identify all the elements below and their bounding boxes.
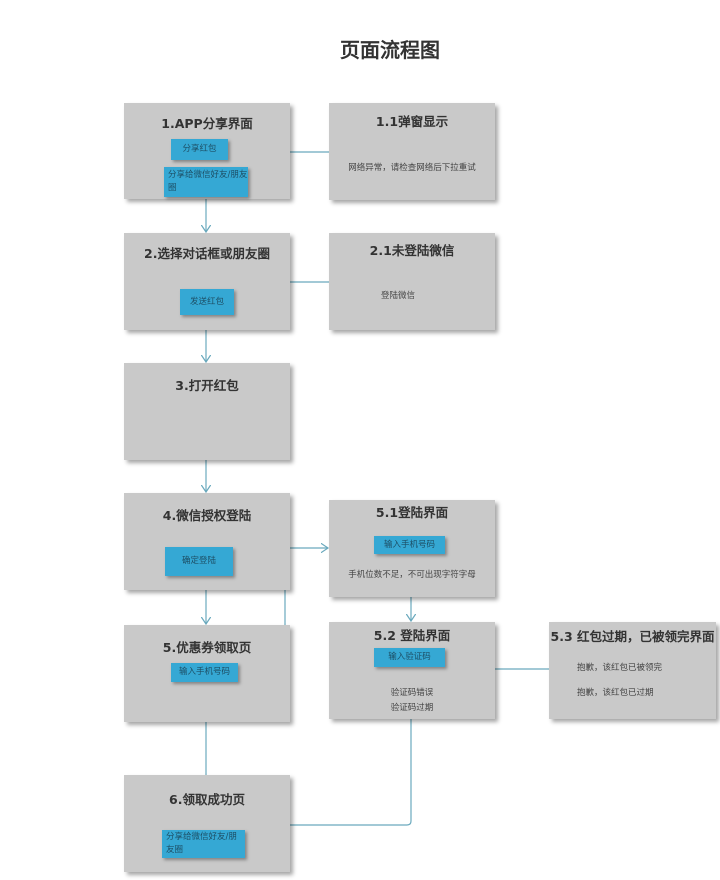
- node-text: 登陆微信: [381, 291, 416, 301]
- node-4-wechat-auth: 4.微信授权登陆 确定登陆: [124, 493, 290, 590]
- node-6-success-page: 6.领取成功页 分享给微信好友/朋友圈: [124, 775, 290, 872]
- share-red-packet-button[interactable]: 分享红包: [171, 139, 228, 160]
- send-red-packet-button[interactable]: 发送红包: [180, 289, 234, 315]
- node-3-open-packet: 3.打开红包: [124, 363, 290, 460]
- node-title: 2.选择对话框或朋友圈: [144, 246, 270, 261]
- node-title: 5.2 登陆界面: [373, 628, 451, 643]
- node-1-1-popup: 1.1弹窗显示 网络异常，请检查网络后下拉重试: [329, 103, 495, 200]
- node-title: 5.3 红包过期，已被领完界面: [550, 629, 715, 644]
- node-5-coupon-page: 5.优惠券领取页 输入手机号码: [124, 625, 290, 722]
- node-text: 网络异常，请检查网络后下拉重试: [348, 163, 476, 173]
- node-text-line: 抱歉，该红包已过期: [577, 688, 654, 698]
- node-text-line: 验证码错误: [390, 688, 434, 698]
- node-title: 2.1未登陆微信: [369, 243, 455, 258]
- node-title: 6.领取成功页: [169, 792, 245, 807]
- node-text: 手机位数不足，不可出现字符字母: [348, 570, 476, 580]
- node-title: 5.1登陆界面: [375, 505, 449, 520]
- node-text-line: 验证码过期: [390, 703, 434, 713]
- node-title: 5.优惠券领取页: [162, 640, 252, 655]
- phone-number-input[interactable]: 输入手机号码: [374, 536, 445, 554]
- phone-input-button[interactable]: 输入手机号码: [171, 663, 238, 682]
- node-1-app-share: 1.APP分享界面 分享红包 分享给微信好友/朋友圈: [124, 103, 290, 199]
- page-title: 页面流程图: [340, 38, 440, 62]
- confirm-login-button[interactable]: 确定登陆: [165, 547, 233, 576]
- node-title: 1.1弹窗显示: [375, 114, 449, 129]
- node-2-select-chat: 2.选择对话框或朋友圈 发送红包: [124, 233, 290, 330]
- connector-5.2-6: [245, 719, 412, 826]
- node-5-2-login: 5.2 登陆界面 输入验证码 验证码错误 验证码过期: [329, 622, 495, 719]
- node-title: 4.微信授权登陆: [162, 508, 252, 523]
- share-to-wechat-button[interactable]: 分享给微信好友/朋友圈: [164, 167, 248, 197]
- node-2-1-not-logged: 2.1未登陆微信 登陆微信: [329, 233, 495, 330]
- share-to-wechat-button[interactable]: 分享给微信好友/朋友圈: [162, 830, 245, 858]
- node-title: 3.打开红包: [175, 378, 239, 393]
- node-text-line: 抱歉，该红包已被领完: [577, 663, 663, 673]
- verification-code-input[interactable]: 输入验证码: [374, 648, 445, 667]
- node-title: 1.APP分享界面: [161, 116, 253, 131]
- node-5-3-expired: 5.3 红包过期，已被领完界面 抱歉，该红包已被领完 抱歉，该红包已过期: [549, 622, 716, 719]
- node-5-1-login: 5.1登陆界面 输入手机号码 手机位数不足，不可出现字符字母: [329, 500, 495, 597]
